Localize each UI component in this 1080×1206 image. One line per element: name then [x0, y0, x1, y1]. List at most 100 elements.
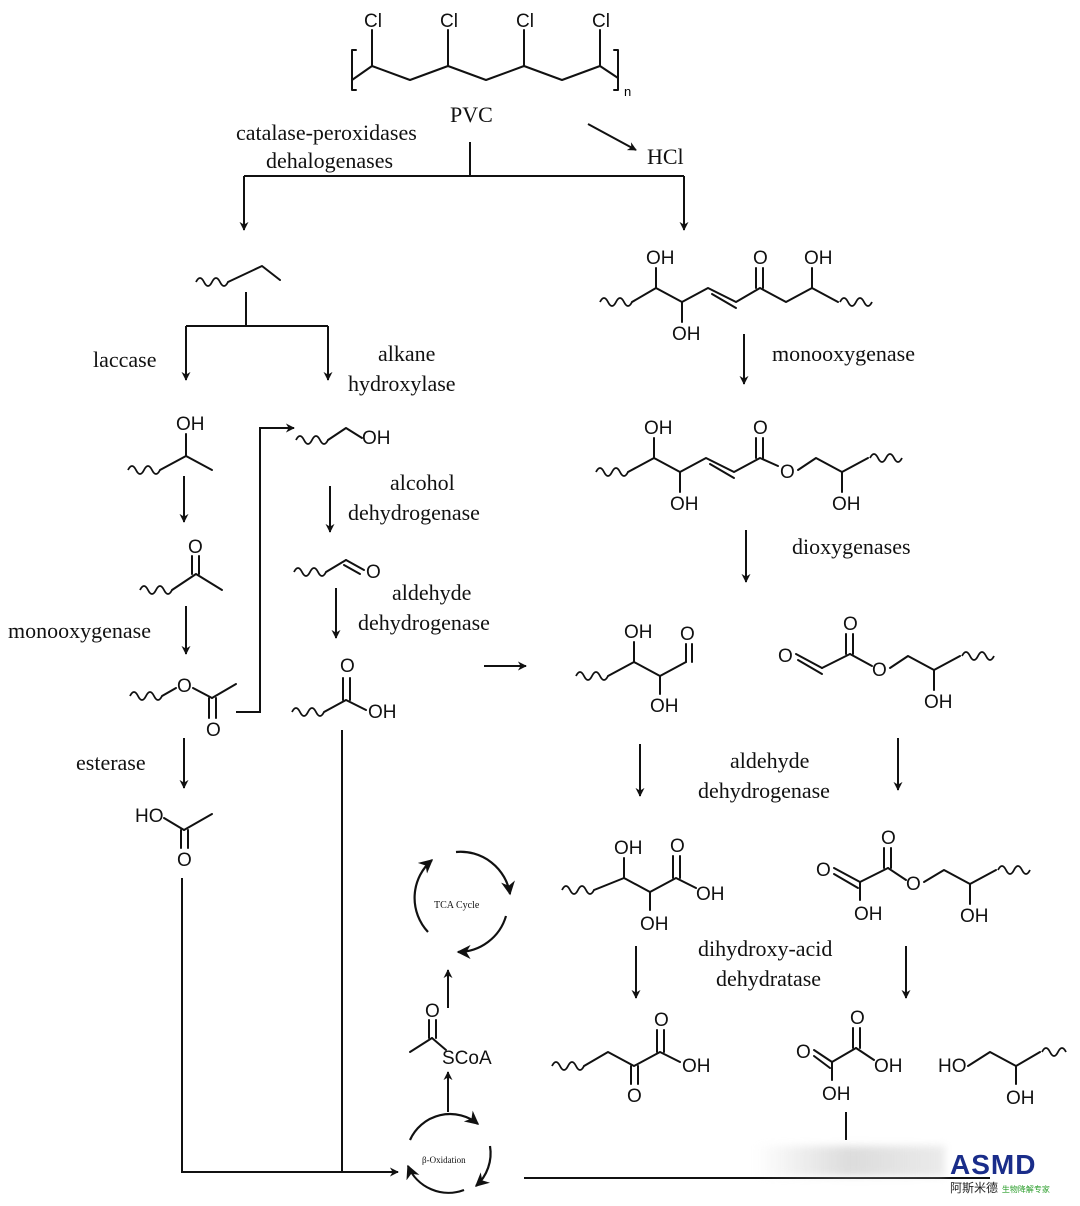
oxygen-atom: O — [850, 1008, 865, 1029]
oxygen-atom: O — [753, 248, 768, 269]
beta-oxidation-cycle: β-Oxidation — [406, 1110, 492, 1194]
watermark-tagline: 生物降解专家 — [1001, 1185, 1050, 1194]
pvc-label: PVC — [450, 102, 493, 127]
hydroxyl-group: OH — [854, 904, 883, 925]
hydroxyl-group: OH — [362, 428, 391, 449]
oxygen-atom: O — [843, 614, 858, 635]
hydroxyl-group: OH — [924, 692, 953, 713]
hydroxyl-group: OH — [614, 838, 643, 859]
watermark-name: 阿斯米德 生物降解专家 — [950, 1180, 1076, 1198]
hydroxyl-group: HO — [938, 1056, 967, 1077]
aldehyde-structure: O — [293, 559, 381, 583]
hydroxyl-group: OH — [176, 414, 205, 435]
arrow-ester-to-alcohol — [236, 423, 295, 713]
oxygen-atom: O — [188, 537, 203, 558]
hydroxyl-group: OH — [682, 1056, 711, 1077]
arrow-acetate-to-beta-oxidation — [181, 878, 399, 1177]
enzyme-hydroxylase: hydroxylase — [348, 371, 456, 396]
enzyme-esterase: esterase — [76, 750, 146, 775]
keto-acid-structure: O O OH — [551, 1010, 711, 1107]
hydroxyl-group: OH — [1006, 1088, 1035, 1109]
enzyme-aldehyde: aldehyde — [392, 580, 471, 605]
hydroxyl-group: OH — [822, 1084, 851, 1105]
oxygen-atom: O — [780, 462, 795, 483]
oxygen-atom: O — [753, 418, 768, 439]
enzyme-catalase-peroxidases: catalase-peroxidases — [236, 120, 417, 145]
enzyme-monooxygenase-right: monooxygenase — [772, 341, 915, 366]
acetyl-coa-scoa: SCoA — [442, 1048, 492, 1069]
repeat-unit-subscript: n — [624, 84, 631, 99]
primary-alcohol-structure: OH — [295, 427, 391, 449]
dihydroxy-acid-structure: O OH OH OH — [561, 836, 725, 935]
oxygen-atom: O — [627, 1086, 642, 1107]
oxygen-atom: O — [778, 646, 793, 667]
enzyme-laccase: laccase — [93, 347, 157, 372]
dihydroxy-aldehyde-structure: O OH OH — [575, 622, 695, 717]
pvc-structure: Cl Cl Cl Cl n — [351, 11, 631, 99]
oxygen-atom: O — [340, 656, 355, 677]
enzyme-alcohol: alcohol — [390, 470, 455, 495]
blurred-overlay — [755, 1146, 945, 1176]
hydroxylated-enone-structure: OH OH O OH — [599, 248, 873, 345]
enzyme-aldehyde-dehydrogenase: dehydrogenase — [358, 610, 490, 635]
hydroxyl-group: OH — [640, 914, 669, 935]
oxalic-acid-structure: O OH O OH — [796, 1008, 903, 1105]
enzyme-aldehyde-dehydrogenase-right: dehydrogenase — [698, 778, 830, 803]
ketone-structure: O — [139, 537, 223, 595]
secondary-alcohol-structure: OH — [127, 414, 213, 475]
hydroxyl-group: OH — [804, 248, 833, 269]
carboxylic-acid-structure: O OH — [291, 656, 397, 723]
enzyme-dioxygenases: dioxygenases — [792, 534, 911, 559]
hydroxyl-group: OH — [874, 1056, 903, 1077]
asmd-watermark-logo: ASMD 阿斯米德 生物降解专家 — [950, 1150, 1076, 1202]
oxygen-atom: O — [881, 828, 896, 849]
beta-oxidation-label: β-Oxidation — [422, 1155, 466, 1165]
diol-structure: HO OH — [938, 1047, 1067, 1109]
oxygen-atom: O — [366, 562, 381, 583]
oxalate-ester-structure: O OH O O OH — [816, 828, 1031, 927]
hydroxyl-group: OH — [670, 494, 699, 515]
acetic-acid-structure: HO O — [135, 806, 213, 871]
oxygen-atom: O — [670, 836, 685, 857]
chlorine-atom: Cl — [364, 11, 382, 32]
tca-cycle: TCA Cycle — [413, 850, 515, 959]
glyoxylate-ester-structure: O O O OH — [778, 614, 995, 713]
unsaturated-ester-structure: O O OH OH OH — [595, 418, 903, 515]
enzyme-dihydroxy-acid: dihydroxy-acid — [698, 936, 832, 961]
oxygen-atom: O — [816, 860, 831, 881]
dechlorinated-alkane-structure — [195, 265, 281, 287]
enzyme-dehydratase: dehydratase — [716, 966, 821, 991]
enzyme-alkane: alkane — [378, 341, 435, 366]
oxygen-atom: O — [654, 1010, 669, 1031]
oxygen-atom: O — [906, 874, 921, 895]
oxygen-atom: O — [872, 660, 887, 681]
acetyl-coa-structure: O SCoA — [409, 1001, 492, 1069]
enzyme-alcohol-dehydrogenase: dehydrogenase — [348, 500, 480, 525]
tca-cycle-label: TCA Cycle — [434, 900, 480, 911]
enzyme-aldehyde-right: aldehyde — [730, 748, 809, 773]
enzyme-monooxygenase-left: monooxygenase — [8, 618, 151, 643]
chlorine-atom: Cl — [516, 11, 534, 32]
hydroxyl-group: OH — [624, 622, 653, 643]
chlorine-atom: Cl — [592, 11, 610, 32]
arrow-to-hcl — [587, 123, 637, 151]
hydroxyl-group: OH — [960, 906, 989, 927]
oxygen-atom: O — [177, 850, 192, 871]
hydroxyl-group: OH — [644, 418, 673, 439]
watermark-name-cn: 阿斯米德 — [950, 1181, 999, 1195]
oxygen-atom: O — [177, 676, 192, 697]
hcl-label: HCl — [647, 144, 684, 169]
split-arrows-2 — [181, 292, 333, 381]
hydroxyl-group: OH — [650, 696, 679, 717]
enzyme-dehalogenases: dehalogenases — [266, 148, 393, 173]
oxygen-atom: O — [680, 624, 695, 645]
hydroxyl-group: OH — [696, 884, 725, 905]
split-arrows — [239, 142, 689, 231]
hydroxyl-group: OH — [672, 324, 701, 345]
hydroxyl-group: HO — [135, 806, 164, 827]
oxygen-atom: O — [425, 1001, 440, 1022]
hydroxyl-group: OH — [368, 702, 397, 723]
hydroxyl-group: OH — [832, 494, 861, 515]
oxygen-atom: O — [206, 720, 221, 741]
